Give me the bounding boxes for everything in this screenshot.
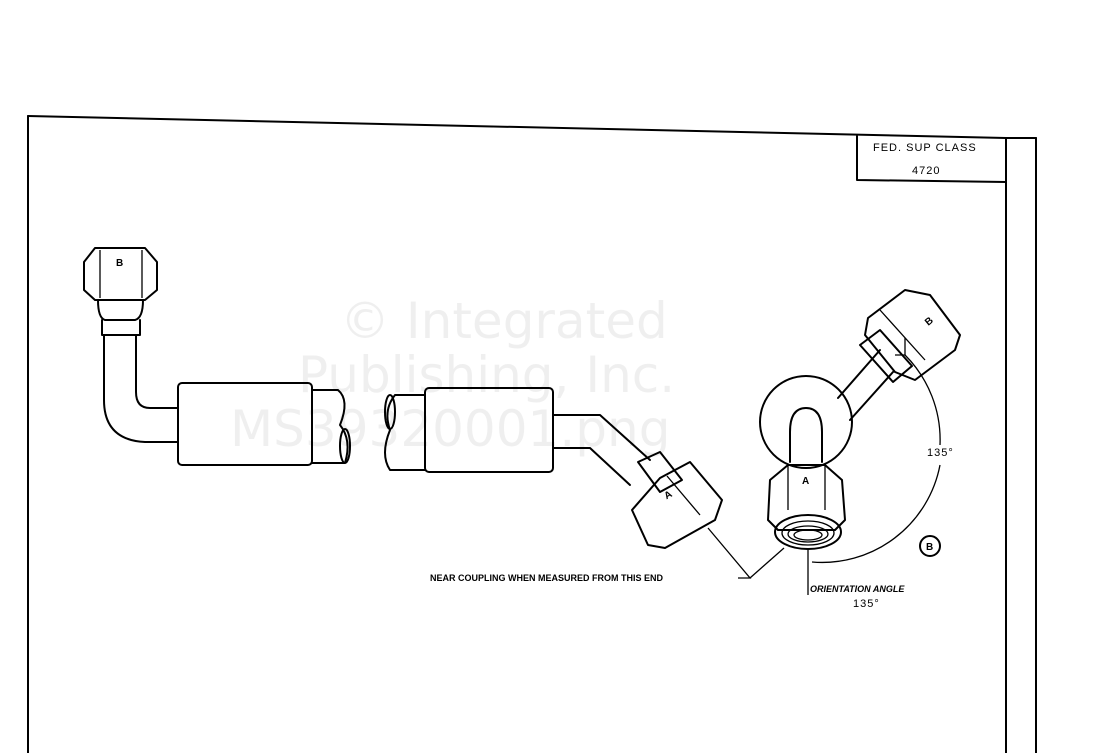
title-block: FED. SUP CLASS 4720 <box>856 135 1007 183</box>
leader-lines <box>707 527 785 579</box>
fed-sup-class-heading: FED. SUP CLASS <box>873 142 977 154</box>
right-banjo-fitting: B A <box>759 289 961 550</box>
watermark: © Integrated Publishing, Inc. MS39320001… <box>230 292 675 458</box>
orientation-angle-label: ORIENTATION ANGLE <box>810 584 905 594</box>
left-fitting-label: B <box>116 258 123 269</box>
middle-fitting-label: A <box>663 489 675 502</box>
orientation-angle-value: 135° <box>853 598 880 610</box>
angle-value: 135° <box>927 447 954 459</box>
left-elbow-fitting: B <box>83 247 351 466</box>
svg-text:Publishing, Inc.: Publishing, Inc. <box>298 346 675 404</box>
leader-note: NEAR COUPLING WHEN MEASURED FROM THIS EN… <box>430 573 664 583</box>
svg-text:MS39320001.png: MS39320001.png <box>230 400 670 458</box>
right-top-fitting-label: B <box>923 315 936 328</box>
middle-angled-fitting: A <box>384 387 723 549</box>
drawing-frame <box>27 115 1037 753</box>
right-bottom-fitting-label: A <box>802 476 809 487</box>
svg-text:© Integrated: © Integrated <box>340 292 668 350</box>
orientation-angle-dimension: 135° B <box>807 338 954 595</box>
view-marker-label: B <box>926 542 933 553</box>
fed-sup-class-value: 4720 <box>912 165 940 177</box>
